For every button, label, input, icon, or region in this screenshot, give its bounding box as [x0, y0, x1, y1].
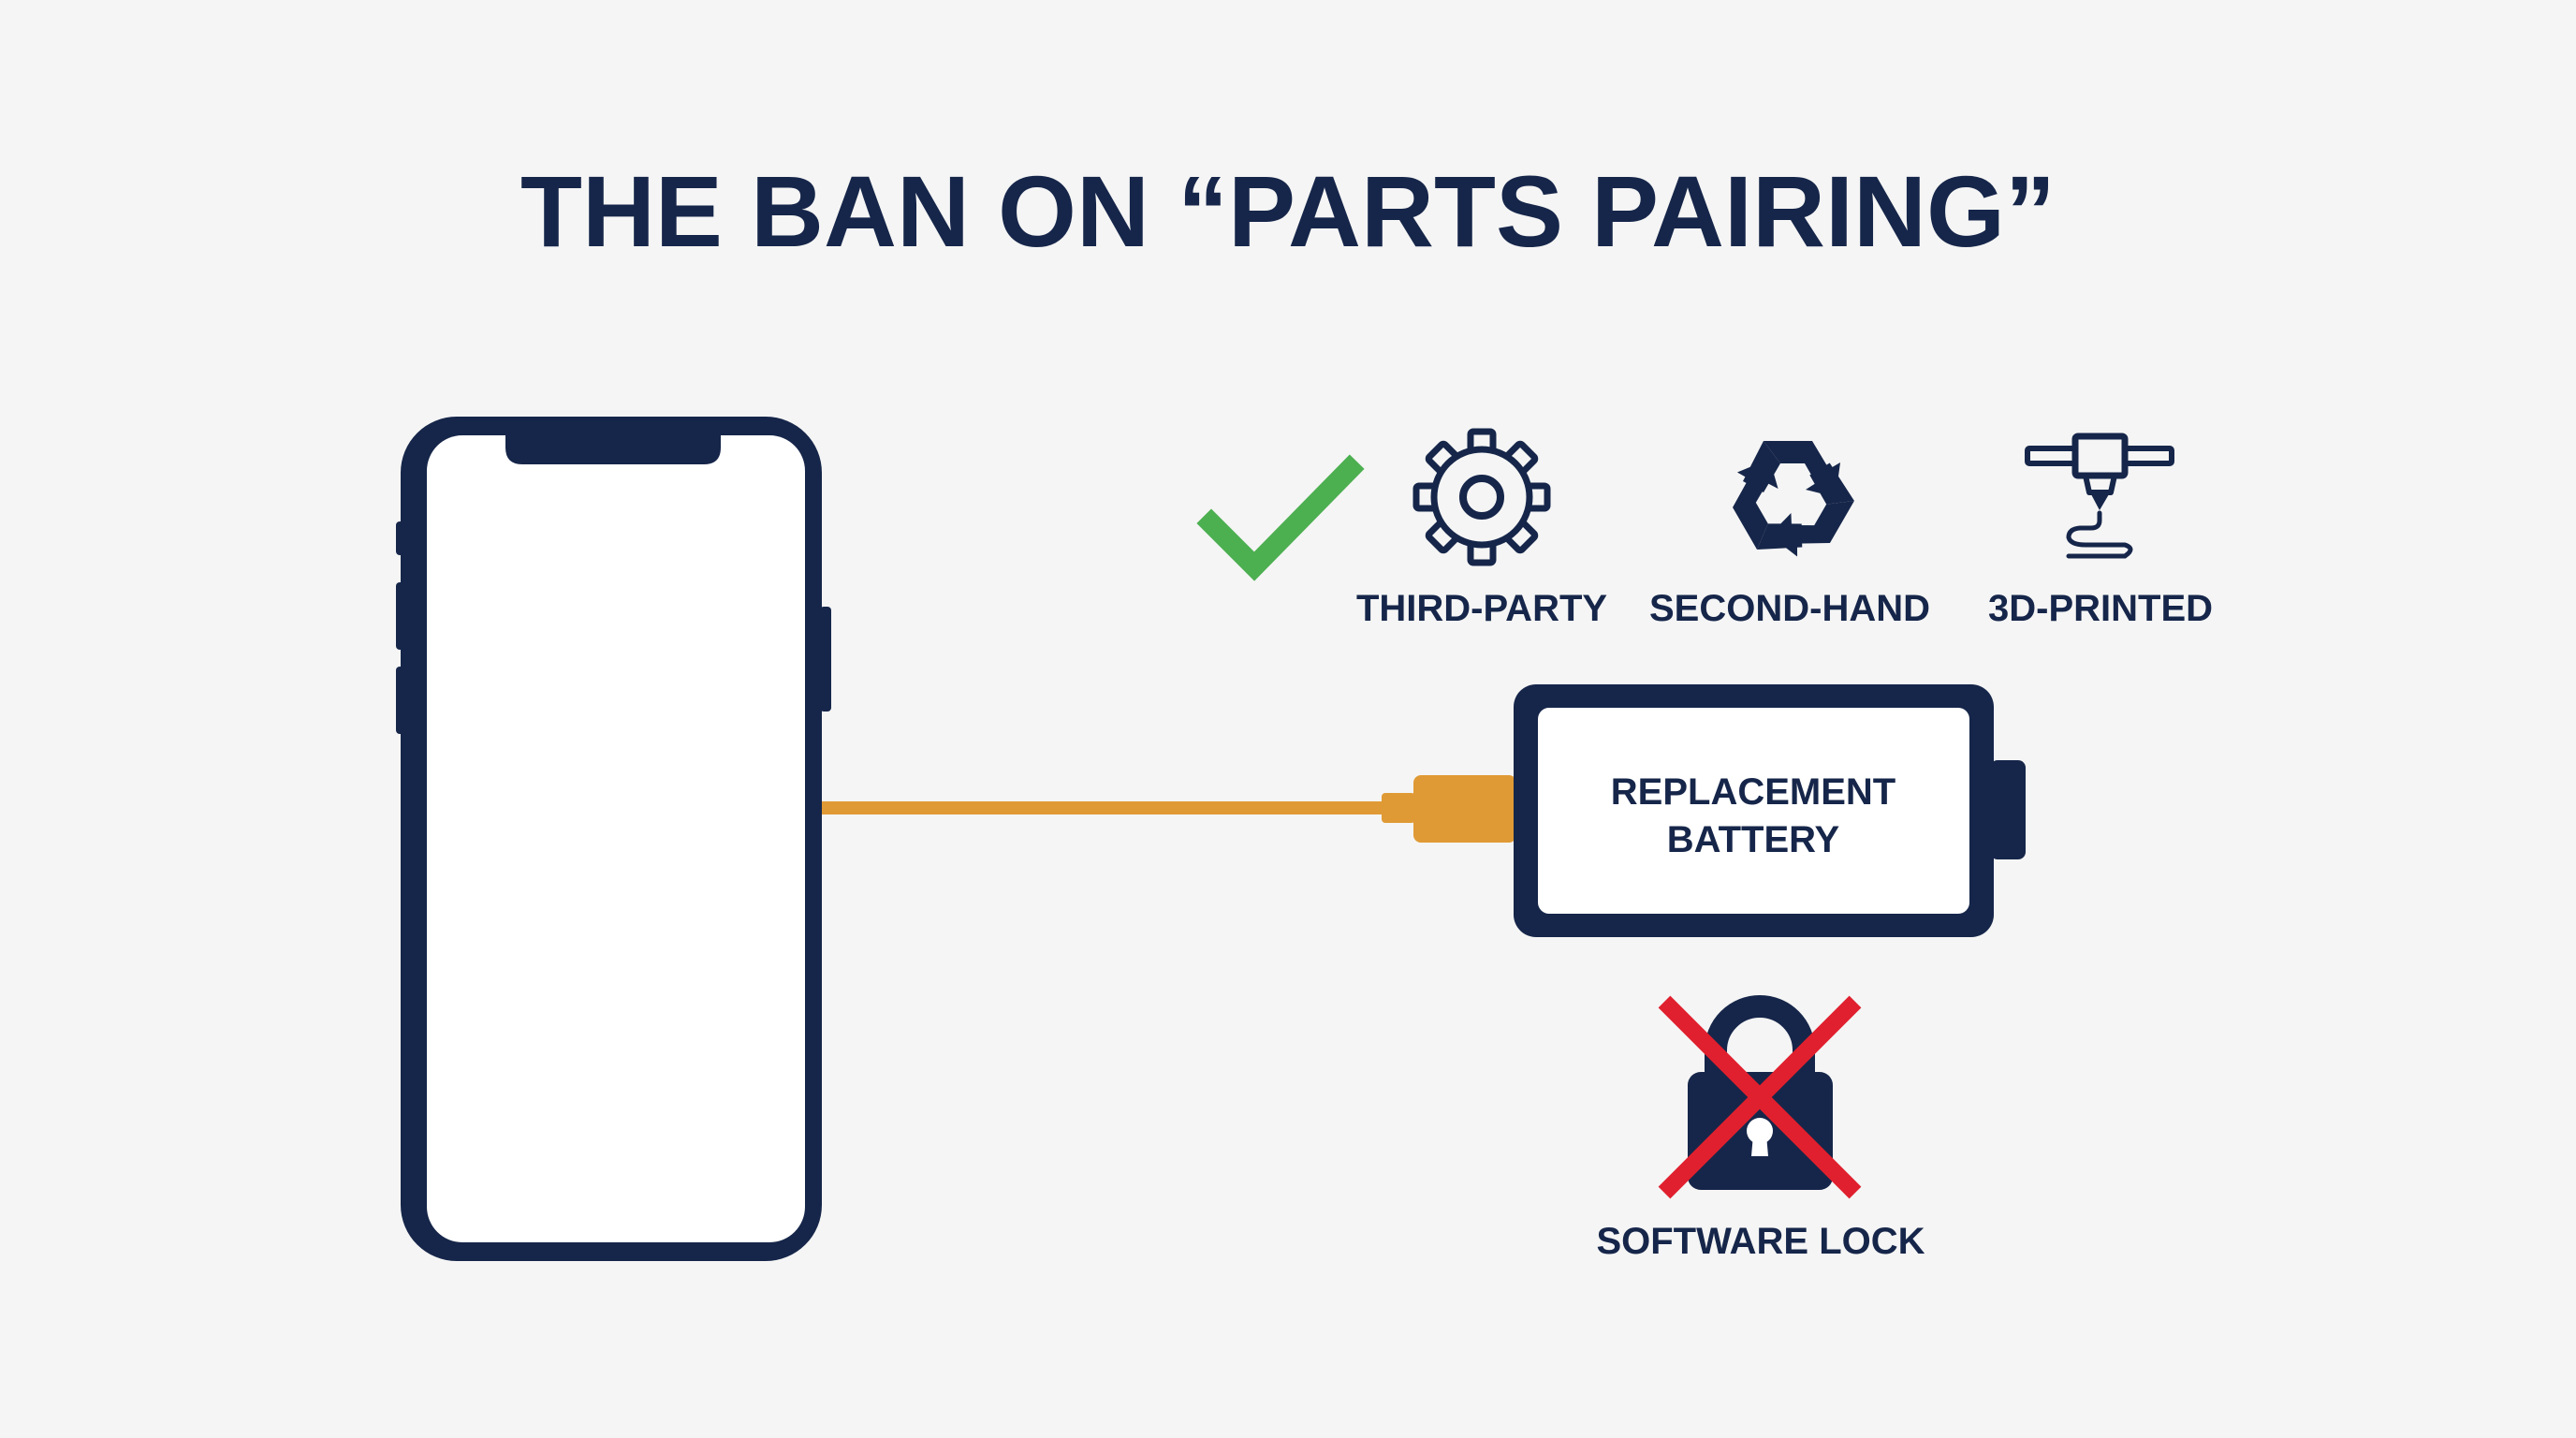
second-hand-label: SECOND-HAND	[1649, 588, 1930, 629]
smartphone-icon	[396, 417, 831, 1261]
battery-label-line1: REPLACEMENT	[1611, 771, 1895, 813]
checkmark-icon	[1196, 454, 1365, 581]
third-party-label: THIRD-PARTY	[1356, 588, 1607, 629]
replacement-battery: REPLACEMENT BATTERY	[1514, 684, 2026, 937]
diagram-title: THE BAN ON “PARTS PAIRING”	[520, 154, 2056, 268]
3d-printer-icon	[2025, 433, 2174, 559]
cable-connector	[822, 775, 1516, 843]
gear-icon	[1412, 428, 1551, 566]
software-lock-label: SOFTWARE LOCK	[1596, 1221, 1925, 1262]
x-mark-icon	[1658, 995, 1862, 1199]
battery-label-line2: BATTERY	[1667, 819, 1840, 860]
padlock-icon	[1688, 995, 1833, 1190]
3d-printed-label: 3D-PRINTED	[1988, 588, 2213, 629]
recycle-icon	[1733, 441, 1854, 557]
